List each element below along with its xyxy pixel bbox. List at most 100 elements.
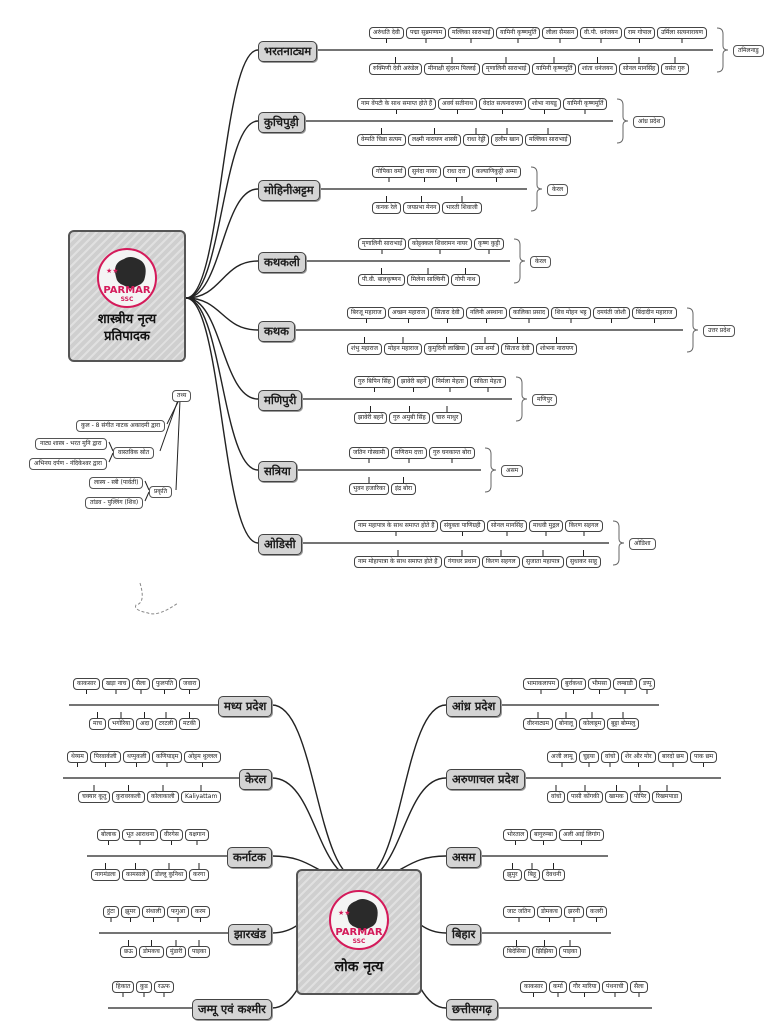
fact-item: कुल - 8 संगीत नाटक अकादमी द्वारा [76, 420, 166, 432]
brand-sub: SSC [353, 938, 366, 945]
performer-pill: यामिनी कृष्णमूर्ति [496, 27, 541, 39]
performer-pill: बिंदादीन महाराज [632, 307, 677, 319]
folk-dance-pill: कोलाट्टम [579, 718, 606, 730]
performer-pill: मीनाक्षी सुंदरम पिल्लई [424, 63, 480, 75]
folk-dance-pill: झिझिया [532, 946, 558, 958]
folk-dance-pill: करम [191, 906, 210, 918]
folk-dance-pill: बिदेसिया [503, 946, 530, 958]
folk-dance-pill: खामक [605, 791, 628, 803]
nature-node: प्रकृति [149, 486, 172, 498]
performer-pill: नलिनी अस्थाना [466, 307, 507, 319]
folk-branch [359, 704, 447, 881]
folk-dance-pill: झुमुर [503, 869, 522, 881]
classical-dance-node: भरतनाट्यम [258, 41, 318, 62]
brand-name: PARMAR [335, 927, 383, 938]
folk-dance-pill: फुलपति [152, 678, 178, 690]
region-brace [484, 447, 497, 493]
region-brace [686, 307, 699, 353]
folk-dance-pill: फगुआ [167, 906, 190, 918]
star-icon: ★★ [106, 267, 119, 275]
origin-item: अभिनय दर्पण - नंदिकेश्वर द्वारा [29, 458, 107, 470]
folk-dance-pill: वीरगेस [160, 829, 183, 841]
folk-dance-pill: डोमकच [139, 946, 164, 958]
folk-dance-pill: गौर मारिया [569, 981, 601, 993]
folk-dance-pill: खड़ा नाच [102, 678, 131, 690]
folk-dance-pill: भगोरिया [108, 718, 135, 730]
performer-pill: दमयंती जोशी [593, 307, 630, 319]
folk-dance-pill: छऊ [120, 946, 137, 958]
folk-dance-pill: बुट्टा बोम्मलु [607, 718, 640, 730]
folk-state-node: कर्नाटक [227, 847, 272, 868]
folk-dance-pill: नागमंडला [91, 869, 120, 881]
performer-pill: संयुक्ता पाणिग्रही [440, 520, 485, 532]
performer-pill: झावेरी बहनें [354, 412, 388, 424]
folk-dance-pill: कणियाड्म [152, 751, 183, 763]
nature-item: तांडव - पुल्लिंग (शिव) [85, 497, 144, 509]
classical-branch [185, 297, 259, 471]
folk-dance-pill: काकसार [73, 678, 100, 690]
region-label: केरल [547, 184, 569, 196]
performer-pill: किरण सहगल [565, 520, 603, 532]
brand-sub: SSC [121, 296, 134, 303]
performer-pill: गुरु अमुबी सिंह [389, 412, 430, 424]
performer-pill: यामिनी कृष्णमूर्ति [532, 63, 577, 75]
folk-dance-pill: पाक छम [690, 751, 718, 763]
folk-dance-pill: डोमकच [537, 906, 562, 918]
folk-dance-pill: बागुरुम्बा [530, 829, 557, 841]
facts-link [166, 399, 180, 425]
folk-state-node: आंध्र प्रदेश [446, 696, 502, 717]
classical-dance-node: कुचिपुड़ी [258, 112, 305, 133]
performer-pill: चारु माथुर [432, 412, 463, 424]
region-brace [513, 238, 526, 284]
performer-pill: कनक रेले [372, 202, 401, 214]
performer-pill: राधा रेड्डी [463, 134, 490, 146]
folk-dance-pill: वांचो [547, 791, 566, 803]
performer-pill: जतिन गोस्वामी [349, 447, 389, 459]
performer-pill: शांता धनंजयन [578, 63, 617, 75]
performer-pill: उमा शर्मा [471, 343, 499, 355]
performer-pill: नाम मोहापात्रा के साथ समाप्त होते हैं [354, 556, 442, 568]
performer-pill: मल्लिका साराभाई [525, 134, 572, 146]
folk-dance-pill: चक्यार कूतु [78, 791, 111, 803]
classical-branch [185, 297, 259, 544]
folk-dance-pill: शेर और मोर [621, 751, 656, 763]
performer-pill: निर्मला मेहता [432, 376, 468, 388]
classical-branch [185, 260, 259, 299]
region-brace [612, 520, 625, 566]
folk-dance-pill: काकसार [520, 981, 547, 993]
performer-pill: शोभना नारायण [536, 343, 578, 355]
folk-dance-pill: जवारा [179, 678, 201, 690]
performer-pill: कोट्टक्कल शिवरामन नायर [408, 238, 472, 250]
folk-dance-pill: हुंटा [103, 906, 119, 918]
performer-pill: कालिका प्रसाद [509, 307, 550, 319]
performer-pill: अवर्य सतीनाथ [438, 98, 478, 110]
performer-pill: वेम्पति चिन्ना सत्यम [357, 134, 406, 146]
folk-dance-pill: चुइया [579, 751, 599, 763]
performer-pill: सितारा देवी [431, 307, 464, 319]
performer-pill: भारती शिवाजी [442, 202, 482, 214]
performer-pill: वी.पी. धनंजयन [580, 27, 622, 39]
classical-branch [185, 49, 259, 299]
performer-pill: सविता मेहता [470, 376, 506, 388]
folk-state-node: झारखंड [228, 924, 272, 945]
performer-pill: भुवन हजारिका [349, 483, 390, 495]
performer-pill: वसंत गुरु [661, 63, 689, 75]
folk-dance-pill: कर्मा [549, 981, 567, 993]
performer-pill: झावेरी बहनें [397, 376, 431, 388]
folk-dance-pill: झूमर [121, 906, 140, 918]
performer-pill: अच्छन महाराज [388, 307, 430, 319]
performer-pill: रुक्मिणी देवी अरुंडेल [369, 63, 423, 75]
performer-pill: कुमुदिनी लाखिया [424, 343, 469, 355]
folk-dance-pill: माच [89, 718, 106, 730]
performer-pill: मृणालिनी साराभाई [358, 238, 407, 250]
classical-branch [185, 297, 259, 400]
performer-pill: मृणालिनी साराभाई [482, 63, 531, 75]
classical-title-line-1: शास्त्रीय नृत्य [97, 312, 157, 327]
folk-dance-pill: बुर्राकथा [561, 678, 587, 690]
region-brace [515, 376, 528, 422]
folk-dance-pill: भोरताल [503, 829, 529, 841]
folk-dance-pill: वांचो [601, 751, 620, 763]
